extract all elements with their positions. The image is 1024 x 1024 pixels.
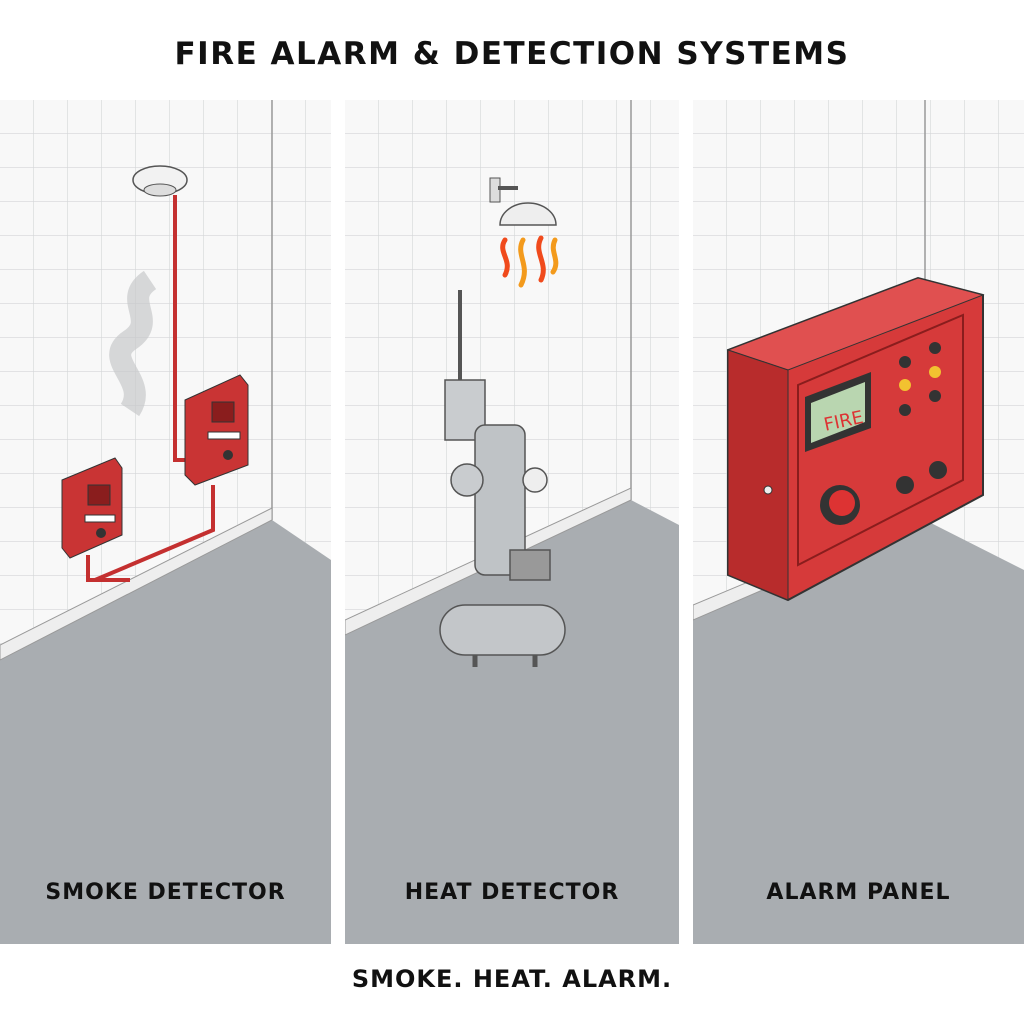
- alarm-box-lower: [61, 457, 123, 559]
- panel-label: HEAT DETECTOR: [404, 880, 620, 905]
- reset-button[interactable]: [896, 476, 914, 494]
- alarm-panel-icon: FIRE: [726, 276, 985, 602]
- panel-label: SMOKE DETECTOR: [45, 880, 286, 905]
- flame-icon: [500, 235, 559, 288]
- reset-button-2[interactable]: [929, 461, 947, 479]
- panel-label: ALARM PANEL: [766, 880, 951, 905]
- alarm-panel-scene: FIRE: [693, 100, 1024, 944]
- alarm-box-upper: [184, 374, 249, 486]
- panel-alarm-panel: FIRE ALARM PANEL: [693, 100, 1024, 944]
- smoke: [109, 270, 157, 417]
- page-title: FIRE ALARM & DETECTION SYSTEMS: [174, 36, 850, 72]
- smoke-detector-icon: [132, 165, 188, 197]
- pump-assembly: [439, 290, 566, 667]
- heat-detector-scene: [345, 100, 679, 944]
- panel-heat-detector: HEAT DETECTOR: [345, 100, 679, 944]
- footer-tagline: SMOKE. HEAT. ALARM.: [351, 965, 673, 993]
- heat-detector-icon: [489, 177, 557, 226]
- panel-smoke-detector: SMOKE DETECTOR: [0, 100, 331, 944]
- smoke-detector-scene: [0, 100, 331, 944]
- floor: [0, 520, 331, 944]
